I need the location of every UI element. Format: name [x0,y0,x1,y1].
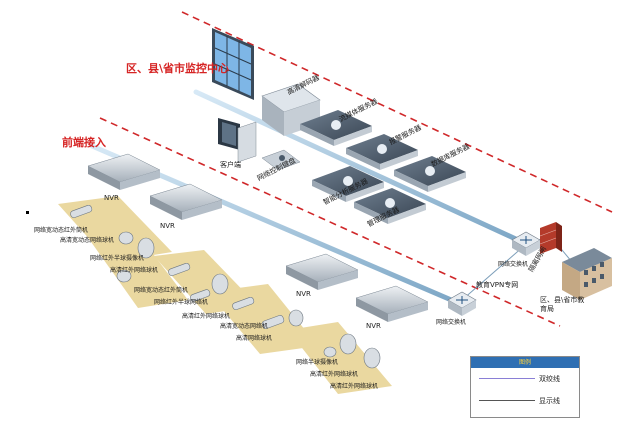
nvr-device-1 [87,153,161,190]
nvr-label-4: NVR [366,322,381,330]
analysis-server [312,166,384,202]
camera-label-2: 高清宽动态网络球机 [60,237,115,244]
camera-label-10: 网络半球摄像机 [296,359,339,366]
camera-label-4: 高清红外网络球机 [110,267,159,274]
legend-box: 图例 双绞线 显示线 [470,356,580,418]
client-label: 客户端 [220,161,241,169]
legend-title: 图例 [471,357,579,368]
camera-label-11: 高清红外网络球机 [310,371,359,378]
center-backbone-cable [193,89,521,243]
marker-dot [26,211,29,214]
display-cable-label: 显示线 [539,397,560,405]
vpn-label: 教育VPN专网 [476,281,519,289]
twisted-pair-label: 双绞线 [539,375,560,383]
twisted-pair-swatch [479,378,535,379]
front-end-boundary-line [99,117,561,327]
camera-label-12: 高清红外网络球机 [330,383,379,390]
camera-label-7: 高清红外网络球机 [182,313,231,320]
education-bureau-building [562,248,612,300]
display-cable-swatch [479,400,535,401]
management-server [354,188,426,224]
firewall-brick-icon [539,222,562,254]
alarm-server [346,134,418,170]
legend-row-display-cable: 显示线 [477,395,573,405]
switch-link-cable [461,245,525,301]
front-end-title: 前端接入 [62,136,106,149]
camera-label-1: 网络宽动态红外筒机 [34,227,89,234]
network-switch-bottom [447,291,477,316]
camera-icons [70,204,381,369]
nvr-device-3 [285,253,359,290]
camera-zone-4 [208,284,318,354]
nvr-label-1: NVR [104,194,119,202]
nvr-label-2: NVR [160,222,175,230]
switch-top-label: 网络交换机 [498,261,529,268]
camera-label-6: 网络红外半球网络机 [154,299,209,306]
media-server [300,110,372,146]
bureau-label: 区、县\省市教育局 [540,296,585,314]
client-workstation [218,118,257,163]
camera-label-3: 网络红外半球摄像机 [90,255,145,262]
nvr-device-4 [355,285,429,322]
camera-zone-5 [288,322,392,394]
camera-label-9: 高清网络球机 [236,335,273,342]
nvr-device-2 [149,183,223,220]
video-wall [212,28,254,100]
database-server [394,156,466,192]
camera-label-8: 高清宽动态网络机 [220,323,269,330]
monitor-center-title: 区、县\省市监控中心 [126,62,230,75]
switch-bottom-label: 网络交换机 [436,319,467,326]
control-keyboard [261,149,301,171]
network-switch-top [511,231,541,256]
legend-row-twisted-pair: 双绞线 [477,373,573,383]
camera-zone-2 [84,226,188,308]
camera-label-5: 网络宽动态红外筒机 [134,287,189,294]
nvr-label-3: NVR [296,290,311,298]
